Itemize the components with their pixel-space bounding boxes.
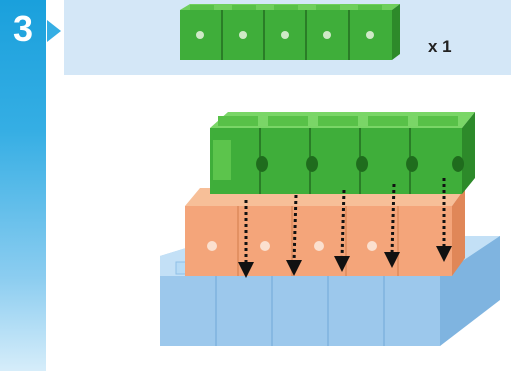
part-quantity: x 1	[428, 37, 452, 56]
arrow-3	[340, 189, 346, 259]
parts-illustration	[180, 4, 400, 60]
step-pointer-arrow	[47, 20, 61, 42]
green-cube-row	[210, 112, 475, 194]
step-number: 3	[12, 8, 34, 49]
step-sidebar	[0, 0, 46, 371]
green-cube-row-part	[180, 4, 400, 60]
assembly-arrows	[244, 178, 446, 264]
arrow-heads	[238, 246, 452, 278]
arrow-2	[292, 194, 298, 263]
orange-cube-row	[185, 188, 465, 276]
